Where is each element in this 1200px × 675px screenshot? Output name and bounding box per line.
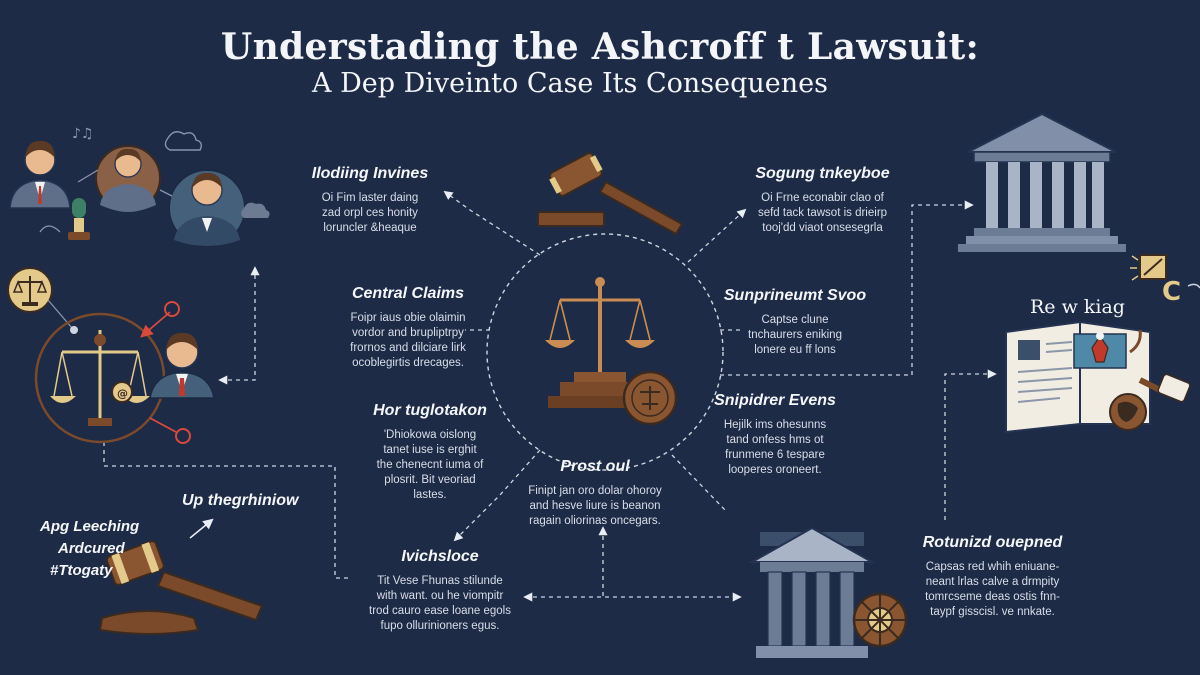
node-text-line: 'Dhiokowa oislong xyxy=(383,429,477,441)
connector-left-up xyxy=(218,266,260,385)
node-text-line: Hejilk ims ohesunns xyxy=(723,419,827,431)
central-scales-icon xyxy=(545,277,678,426)
government-building-icon xyxy=(748,526,908,658)
gavel-icon xyxy=(537,152,684,236)
node-heading: Snipidrer Evens xyxy=(714,392,836,409)
person-icon xyxy=(168,169,246,247)
node-text-line: trod cauro ease loane egols xyxy=(369,605,511,617)
badge-icon: C xyxy=(1130,254,1200,307)
node-heading: Ilodiing Invines xyxy=(311,165,429,182)
label-upthe: Up thegrhiniow xyxy=(182,492,299,509)
node-text-line: with want. ou he viompitr xyxy=(376,590,504,602)
node-text-line: tnchaurers eniking xyxy=(748,329,842,341)
node-text-line: the chenecnt iuma of xyxy=(376,459,484,471)
node-central-claims: Central Claims Foipr iaus obie olaimin v… xyxy=(318,285,498,371)
node-heading: Central Claims xyxy=(351,285,465,302)
left-tag-line: Apg Leeching xyxy=(40,518,140,535)
people-cluster-icon: ♪♫ xyxy=(9,126,270,247)
node-text-line: frornos and dilciare lirk xyxy=(350,342,466,354)
node-hort: Hor tuglotakon 'Dhiokowa oislong tanet i… xyxy=(345,402,515,503)
person-icon xyxy=(9,140,71,209)
node-text-line: looperes oroneert. xyxy=(728,464,822,476)
cloud-icon xyxy=(241,202,270,218)
node-text-line: Finipt jan oro dolar ohoroy xyxy=(528,485,662,497)
node-text-line: Foipr iaus obie olaimin xyxy=(350,312,466,324)
node-heading: Ivichsloce xyxy=(401,548,479,565)
bottom-gavel-icon xyxy=(98,540,264,635)
node-heading: Sunprineumt Svoo xyxy=(723,287,867,304)
node-sogung: Sogung tnkeyboe Oi Frne econabir clao of… xyxy=(735,165,910,236)
node-dot xyxy=(175,428,191,444)
node-text-line: Tit Vese Fhunas stilunde xyxy=(377,575,503,587)
node-text-line: tanet iuse is erghit xyxy=(383,444,477,456)
node-text-line: ragain oliorinas oncegars. xyxy=(529,515,661,527)
badge-letter: C xyxy=(1162,277,1181,307)
node-text-line: Capsas red whih eniuane- xyxy=(925,561,1060,573)
label-review: Re w kiag xyxy=(1030,296,1125,318)
node-rotunzid: Rotunizd ouepned Capsas red whih eniuane… xyxy=(905,534,1080,620)
node-text-line: lonere eu ff lons xyxy=(754,344,836,356)
node-text-line: tooj'dd viaot onsesegrla xyxy=(762,222,883,234)
node-heading: Hor tuglotakon xyxy=(373,402,487,419)
node-heading: Prost oul xyxy=(560,458,630,475)
node-text-line: fupo ollurinioners egus. xyxy=(380,620,500,632)
left-tag-line: #Ttogaty xyxy=(50,562,113,579)
node-text-line: lastes. xyxy=(413,489,447,501)
node-text-line: vordor and brupliptrpy xyxy=(352,327,464,339)
svg-text:♪♫: ♪♫ xyxy=(72,126,94,142)
node-heading: Sogung tnkeyboe xyxy=(755,165,890,182)
node-text-line: neant lrlas calve a drmpity xyxy=(925,576,1060,588)
person-icon xyxy=(95,145,161,212)
node-snip: Snipidrer Evens Hejilk ims ohesunns tand… xyxy=(695,392,855,478)
node-text-line: frunmene 6 tespare xyxy=(725,449,825,461)
open-book-icon xyxy=(1005,320,1191,434)
connector-sogung xyxy=(687,208,747,263)
node-holding: Ilodiing Invines Oi Fim laster daing zad… xyxy=(285,165,455,236)
microphone-icon xyxy=(68,198,90,240)
node-text-line: loruncler &heaque xyxy=(323,222,417,234)
node-text-line: Oi Frne econabir clao of xyxy=(761,192,884,204)
page-title: Understading the Ashcroff t Lawsuit: xyxy=(220,26,980,68)
connector-courthouse xyxy=(720,200,974,376)
node-text-line: Captse clune xyxy=(761,314,829,326)
node-text-line: plosrit. Bit veoriad xyxy=(384,474,476,486)
node-dot xyxy=(164,301,180,317)
scales-badge-icon xyxy=(7,267,53,313)
connector-left-bottom xyxy=(103,442,352,579)
courthouse-icon xyxy=(958,112,1126,252)
svg-text:@: @ xyxy=(117,387,128,400)
node-text-line: ocoblegirtis drecages. xyxy=(352,357,464,369)
cloud-icon xyxy=(164,131,203,151)
left-tag: Apg Leeching Ardcured #Ttogaty xyxy=(40,516,190,582)
connector-holding xyxy=(443,190,541,256)
node-ivich: Ivichsloce Tit Vese Fhunas stilunde with… xyxy=(350,548,530,634)
node-text-line: and hesve liure is beanon xyxy=(529,500,661,512)
node-heading: Rotunizd ouepned xyxy=(922,534,1063,551)
left-tag-line: Ardcured xyxy=(58,540,125,557)
node-text-line: taypf gisscisl. ve nnkate. xyxy=(930,606,1055,618)
node-prost: Prost oul Finipt jan oro dolar ohoroy an… xyxy=(505,458,685,529)
node-text-line: sefd tack tawsot is drieirp xyxy=(757,207,888,219)
page-subtitle: A Dep Diveinto Case Its Consequenes xyxy=(312,68,828,99)
node-text-line: Oi Fim laster daing xyxy=(321,192,419,204)
connector-review xyxy=(944,369,997,520)
node-text-line: tomrcseme deas ostis fnn- xyxy=(925,591,1060,603)
central-hub-circle xyxy=(486,233,724,471)
node-text-line: tand onfess hms ot xyxy=(726,434,824,446)
person-icon xyxy=(149,332,215,399)
node-suppr: Sunprineumt Svoo Captse clune tnchaurers… xyxy=(710,287,880,358)
node-text-line: zad orpl ces honity xyxy=(322,207,418,219)
arrow-upthe xyxy=(189,518,214,539)
